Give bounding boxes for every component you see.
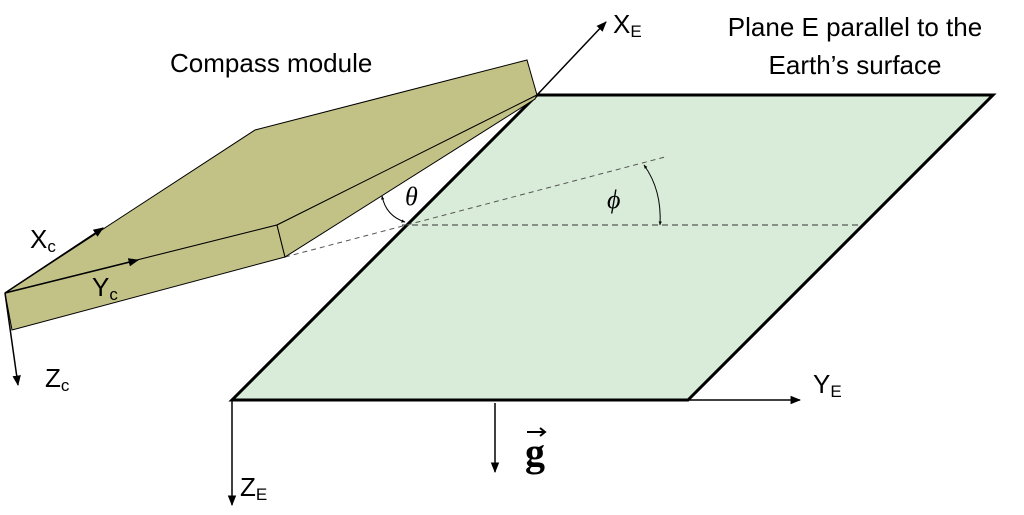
gravity-label: g [525, 430, 545, 475]
xe-axis [536, 21, 607, 96]
module-title: Compass module [170, 48, 372, 78]
yc-axis [4, 258, 140, 294]
theta-label: θ [405, 182, 418, 211]
xc-label: Xc [30, 224, 56, 256]
theta-arc [381, 195, 406, 223]
plane-label-line1: Plane E parallel to the [728, 12, 982, 42]
ye-label: YE [813, 369, 842, 401]
tilt-reference [284, 156, 666, 258]
xc-axis [4, 227, 104, 294]
compass-module [4, 59, 539, 331]
xe-label: XE [613, 9, 642, 41]
phi-arc [643, 164, 662, 226]
phi-label: ϕ [607, 185, 620, 214]
plane-label-line2: Earth’s surface [769, 50, 942, 80]
zc-axis [4, 292, 21, 387]
gravity-vector-arrow-icon [527, 427, 547, 437]
ze-label: ZE [240, 472, 267, 504]
yc-label: Yc [92, 272, 118, 304]
zc-label: Zc [45, 363, 70, 395]
